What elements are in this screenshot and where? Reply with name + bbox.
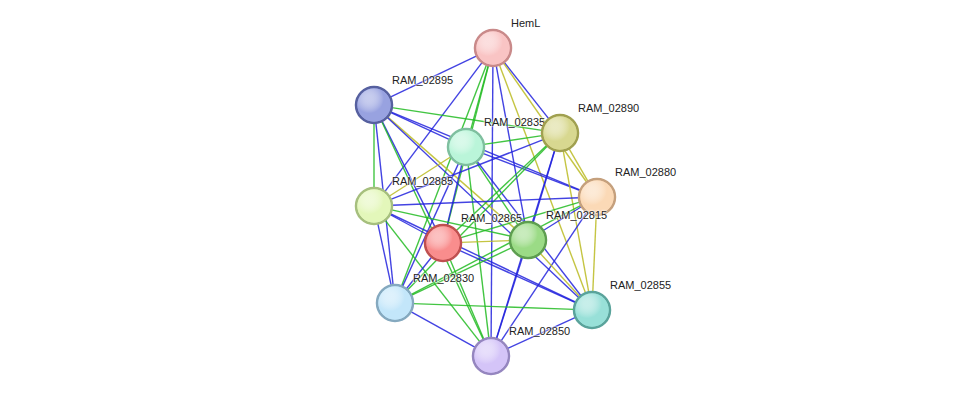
interaction-edge	[504, 62, 549, 119]
node-circle	[447, 128, 485, 166]
interaction-edge	[569, 149, 588, 182]
node-shine	[358, 190, 391, 223]
node-fill	[377, 285, 413, 321]
node-shine	[475, 340, 508, 373]
node-fill	[510, 222, 546, 258]
node-fill	[473, 338, 509, 374]
interaction-edge	[373, 123, 374, 188]
node-fill	[356, 188, 392, 224]
node-circle	[355, 86, 393, 124]
node-fill	[356, 87, 392, 123]
node-circle	[509, 221, 547, 259]
node-shine	[358, 89, 391, 122]
interaction-edge	[411, 312, 475, 348]
node-shine	[576, 294, 609, 327]
protein-node: RAM_02890	[541, 114, 579, 152]
protein-node: RAM_02850	[472, 337, 510, 375]
protein-node: RAM_02815	[509, 221, 547, 259]
interaction-edge	[563, 151, 589, 293]
interaction-edge	[501, 212, 587, 341]
node-circle	[541, 114, 579, 152]
protein-node: RAM_02830	[376, 284, 414, 322]
protein-label: RAM_02850	[509, 325, 570, 337]
node-fill	[574, 292, 610, 328]
protein-label: RAM_02895	[392, 74, 453, 86]
protein-label: RAM_02890	[578, 102, 639, 114]
interaction-edge	[390, 214, 576, 303]
node-circle	[355, 187, 393, 225]
interaction-edge	[461, 241, 510, 243]
interaction-edge	[540, 253, 580, 296]
interaction-edge	[499, 65, 585, 293]
interaction-edge	[459, 250, 575, 302]
interaction-edge	[593, 215, 596, 292]
protein-label: RAM_02815	[546, 209, 607, 221]
node-fill	[425, 225, 461, 261]
protein-label: RAM_02855	[610, 279, 671, 291]
interaction-edge	[507, 317, 575, 348]
node-shine	[477, 32, 510, 65]
node-shine	[544, 117, 577, 150]
interaction-edge	[392, 198, 579, 206]
protein-label: RAM_02880	[615, 166, 676, 178]
node-fill	[542, 115, 578, 151]
node-circle	[424, 224, 462, 262]
node-shine	[581, 181, 614, 214]
protein-node: RAM_02835	[447, 128, 485, 166]
protein-node: HemL	[474, 29, 512, 67]
protein-node: RAM_02865	[424, 224, 462, 262]
node-shine	[450, 131, 483, 164]
interaction-edge	[387, 117, 579, 297]
node-fill	[475, 30, 511, 66]
node-circle	[472, 337, 510, 375]
interaction-edge	[390, 215, 427, 235]
protein-label: RAM_02885	[392, 175, 453, 187]
interaction-edge	[413, 304, 574, 310]
interaction-edge	[411, 248, 511, 296]
node-circle	[573, 291, 611, 329]
node-circle	[376, 284, 414, 322]
node-fill	[448, 129, 484, 165]
interaction-edge	[390, 56, 477, 97]
node-shine	[512, 224, 545, 257]
protein-label: RAM_02835	[484, 116, 545, 128]
interaction-edge	[378, 224, 391, 286]
node-circle	[474, 29, 512, 67]
protein-node: RAM_02895	[355, 86, 393, 124]
interaction-edge	[388, 117, 515, 228]
interaction-edge	[450, 260, 484, 340]
node-shine	[427, 227, 460, 260]
protein-label: RAM_02865	[461, 212, 522, 224]
interaction-edge	[468, 165, 489, 338]
node-shine	[379, 287, 412, 320]
protein-label: HemL	[511, 17, 540, 29]
protein-label: RAM_02830	[413, 272, 474, 284]
protein-node: RAM_02885	[355, 187, 393, 225]
protein-node: RAM_02855	[573, 291, 611, 329]
interaction-edge	[391, 112, 581, 190]
interaction-edge	[390, 112, 449, 139]
